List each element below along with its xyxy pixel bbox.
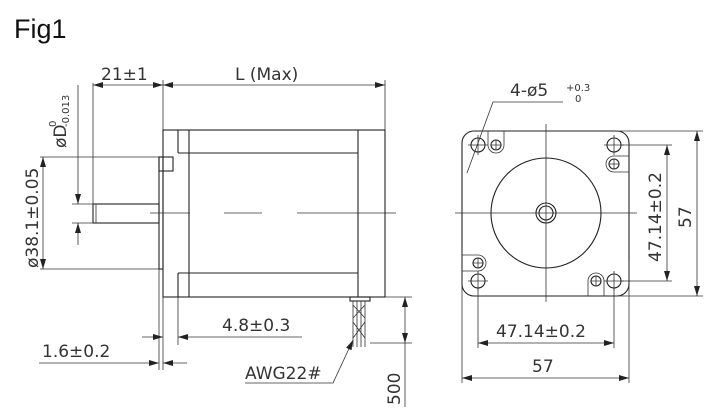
shaft-length-dim: 21±1: [101, 65, 148, 85]
frame-height-dim: 57: [676, 206, 696, 228]
figure-title: Fig1: [14, 14, 67, 44]
body-length-dim: L (Max): [235, 65, 298, 85]
pilot-depth-dim: 4.8±0.3: [222, 316, 290, 336]
hole-spacing-horizontal-dim: 47.14±0.2: [496, 322, 586, 342]
wire-gauge-label: AWG22#: [245, 364, 322, 384]
frame-width-dim: 57: [532, 357, 554, 377]
hole-spacing-vertical-dim: 47.14±0.2: [646, 172, 666, 262]
motor-body: [162, 129, 386, 298]
shaft: [92, 203, 160, 224]
holes-tol-lower: 0: [575, 94, 581, 105]
screws: [462, 131, 629, 296]
mount-tab: [158, 156, 174, 172]
shaft-end: [535, 202, 557, 224]
shaft-diameter-dim: øD: [51, 125, 71, 149]
motor-boss: [490, 157, 602, 269]
side-view: 21±1 L (Max) øD 0 -0.013 ø38.1±0.05 1.6±…: [23, 65, 412, 407]
flange-thickness-dim: 1.6±0.2: [42, 342, 110, 362]
shaft-tol-upper: 0: [48, 121, 59, 127]
motor-flange: [461, 130, 630, 297]
shaft-tol-lower: -0.013: [61, 95, 72, 127]
pilot-diameter-dim: ø38.1±0.05: [23, 168, 43, 268]
lead-length-dim: 500: [385, 373, 405, 405]
lead-wires: [352, 301, 366, 347]
holes-label: 4-ø5: [510, 81, 548, 101]
front-view: 4-ø5 +0.3 0 47.14±0.2 57 47.14±0.2 57: [455, 81, 703, 383]
holes-tol-upper: +0.3: [566, 83, 590, 94]
